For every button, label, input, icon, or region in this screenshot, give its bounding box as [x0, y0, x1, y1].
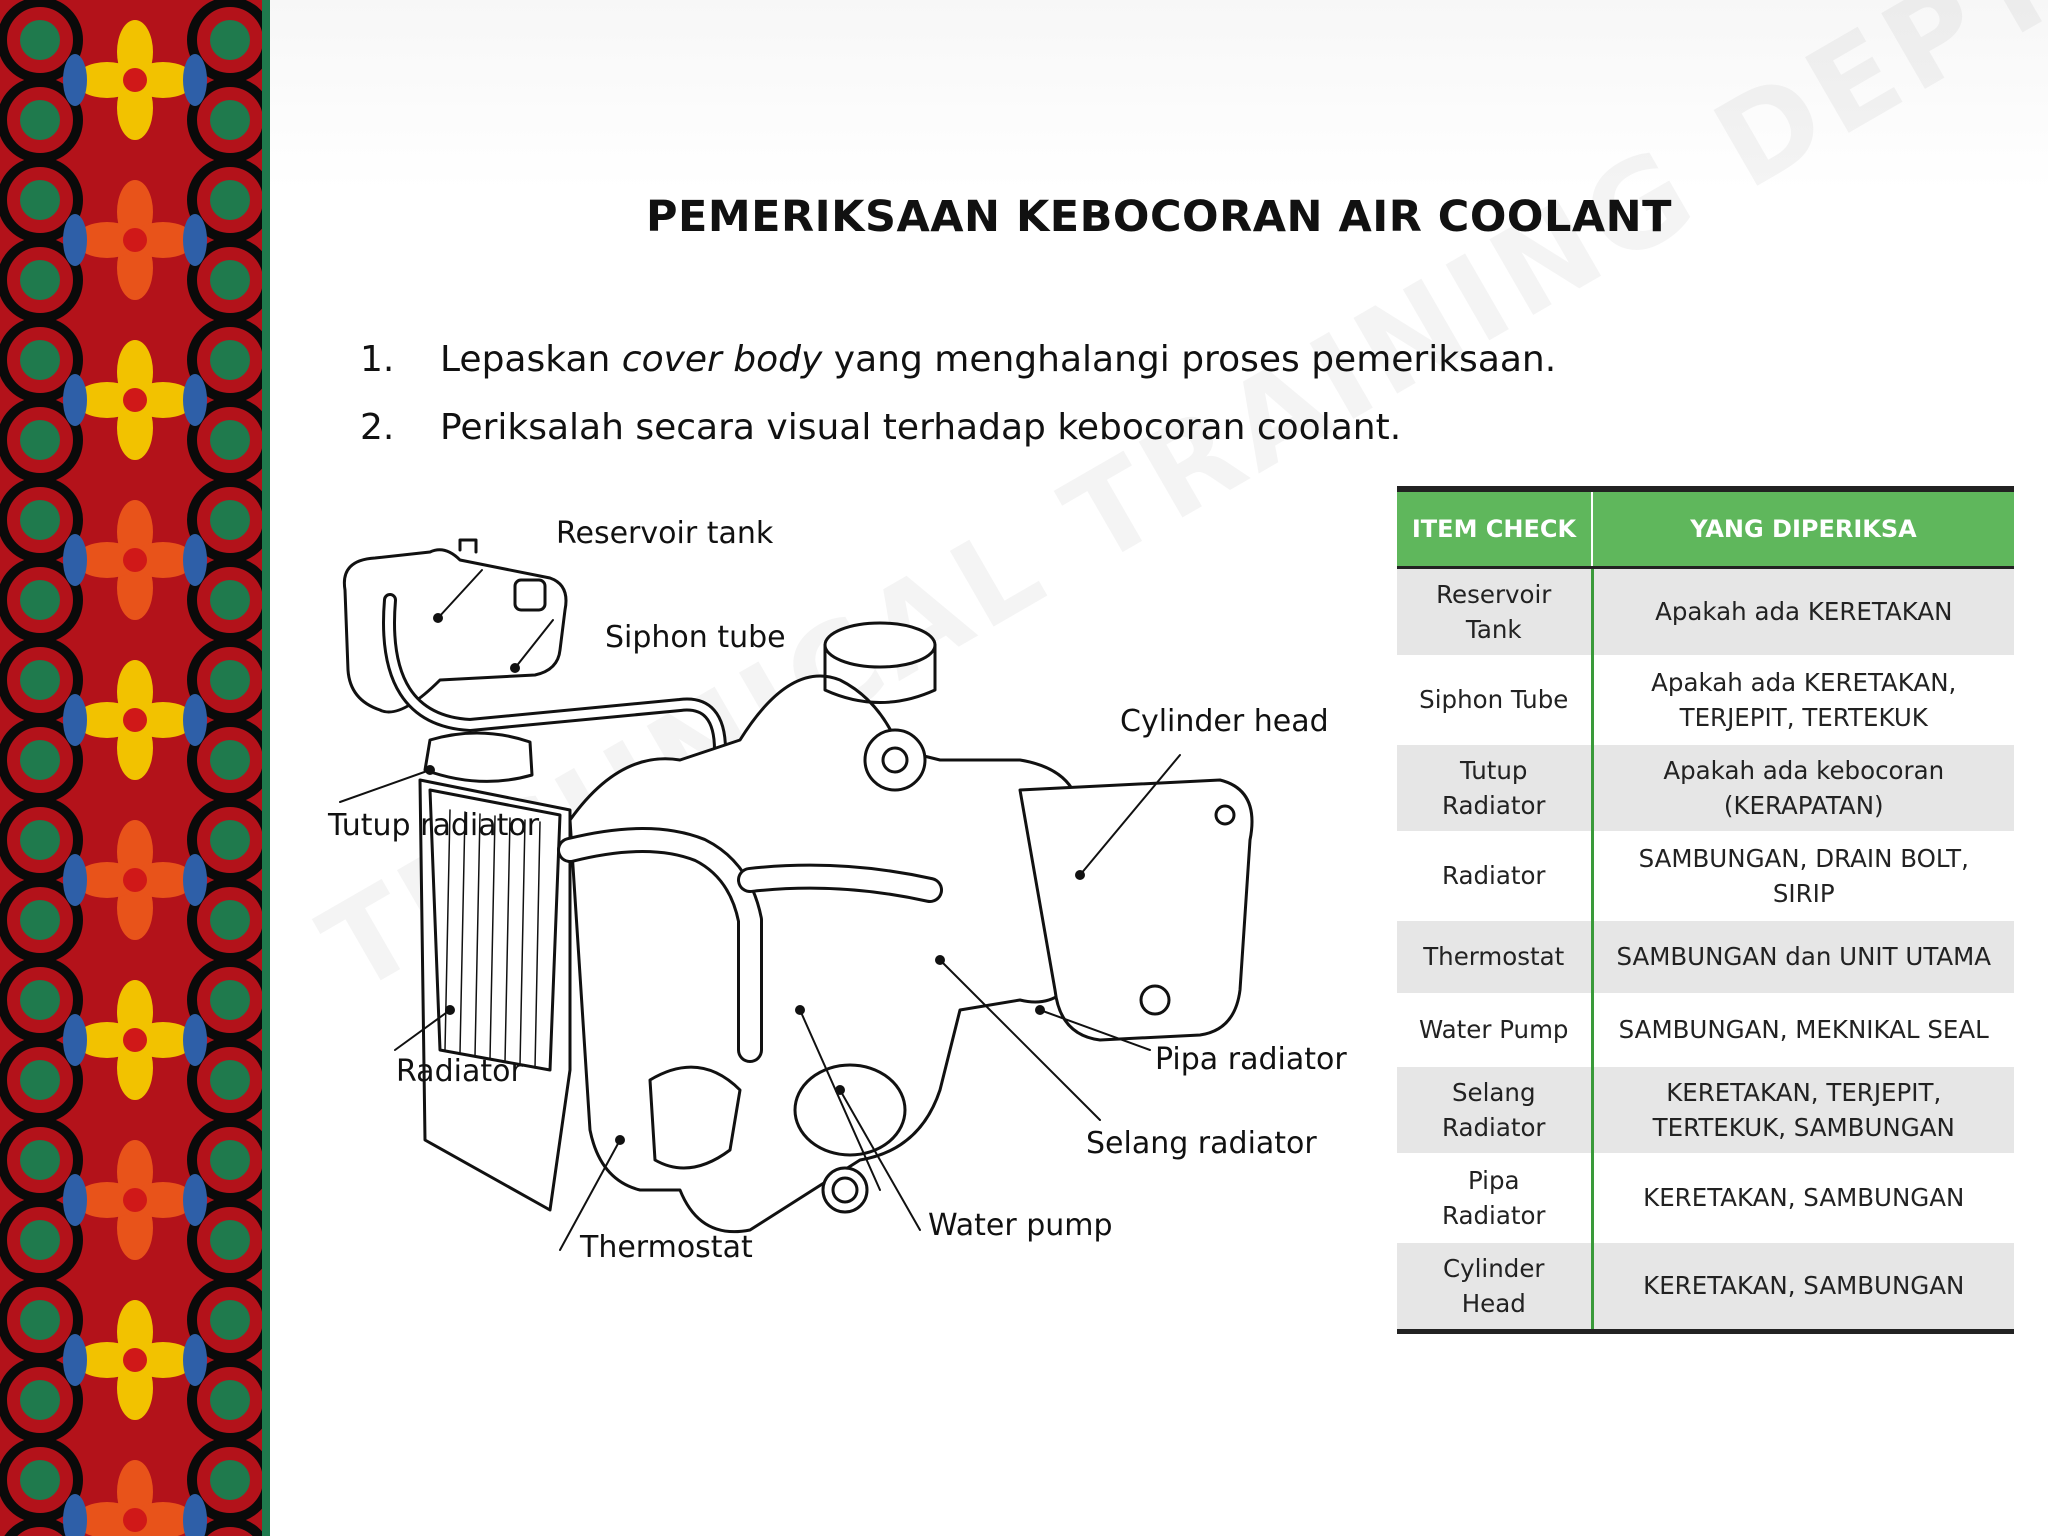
cell-item-check: Thermostat	[1397, 919, 1594, 995]
step-text: Periksalah secara visual terhadap keboco…	[440, 406, 1402, 448]
cell-item-check: Cylinder Head	[1397, 1241, 1594, 1334]
label-thermostat: Thermostat	[580, 1230, 753, 1265]
label-cylinder-head: Cylinder head	[1120, 704, 1329, 739]
instruction-step: 1. Lepaskan cover body yang menghalangi …	[360, 325, 1556, 393]
cell-item-check: Pipa Radiator	[1397, 1153, 1594, 1243]
label-reservoir-tank: Reservoir tank	[556, 516, 774, 551]
engine-cooling-diagram: Reservoir tank Siphon tube Cylinder head…	[320, 490, 1360, 1290]
cell-yang-diperiksa: Apakah ada KERETAKAN	[1592, 567, 2014, 657]
label-tutup-radiator: Tutup radiator	[328, 808, 540, 843]
inspection-table: ITEM CHECK YANG DIPERIKSA Reservoir Tank…	[1397, 486, 2014, 1334]
cell-yang-diperiksa: SAMBUNGAN, MEKNIKAL SEAL	[1592, 993, 2014, 1067]
cell-item-check: Selang Radiator	[1397, 1065, 1594, 1155]
table-header-row: ITEM CHECK YANG DIPERIKSA	[1397, 486, 2014, 569]
label-selang-radiator: Selang radiator	[1086, 1126, 1317, 1161]
column-header-item-check: ITEM CHECK	[1397, 486, 1593, 569]
cell-yang-diperiksa: KERETAKAN, TERJEPIT, TERTEKUK, SAMBUNGAN	[1592, 1065, 2014, 1155]
column-header-yang-diperiksa: YANG DIPERIKSA	[1592, 486, 2014, 569]
label-siphon-tube: Siphon tube	[605, 620, 786, 655]
cell-item-check: Reservoir Tank	[1397, 567, 1594, 657]
page-title: PEMERIKSAAN KEBOCORAN AIR COOLANT	[646, 192, 1672, 242]
step-number: 1.	[360, 338, 395, 380]
cell-yang-diperiksa: SAMBUNGAN, DRAIN BOLT, SIRIP	[1592, 831, 2014, 921]
cell-yang-diperiksa: KERETAKAN, SAMBUNGAN	[1592, 1153, 2014, 1243]
decorative-batik-border	[0, 0, 270, 1536]
batik-pattern-icon	[0, 0, 270, 1536]
label-radiator: Radiator	[396, 1054, 523, 1089]
step-number: 2.	[360, 406, 395, 448]
label-pipa-radiator: Pipa radiator	[1155, 1042, 1347, 1077]
cell-item-check: Siphon Tube	[1397, 655, 1594, 745]
cell-yang-diperiksa: KERETAKAN, SAMBUNGAN	[1592, 1241, 2014, 1334]
cell-item-check: Radiator	[1397, 831, 1594, 921]
instruction-step: 2. Periksalah secara visual terhadap keb…	[360, 393, 1556, 461]
step-text: Lepaskan cover body yang menghalangi pro…	[440, 338, 1557, 380]
cell-yang-diperiksa: SAMBUNGAN dan UNIT UTAMA	[1592, 919, 2014, 995]
cell-item-check: Tutup Radiator	[1397, 743, 1594, 833]
instruction-list: 1. Lepaskan cover body yang menghalangi …	[360, 325, 1556, 461]
engine-illustration	[339, 538, 1254, 1251]
cell-item-check: Water Pump	[1397, 993, 1594, 1067]
cell-yang-diperiksa: Apakah ada KERETAKAN, TERJEPIT, TERTEKUK	[1592, 655, 2014, 745]
label-water-pump: Water pump	[928, 1208, 1113, 1243]
cell-yang-diperiksa: Apakah ada kebocoran (KERAPATAN)	[1592, 743, 2014, 833]
